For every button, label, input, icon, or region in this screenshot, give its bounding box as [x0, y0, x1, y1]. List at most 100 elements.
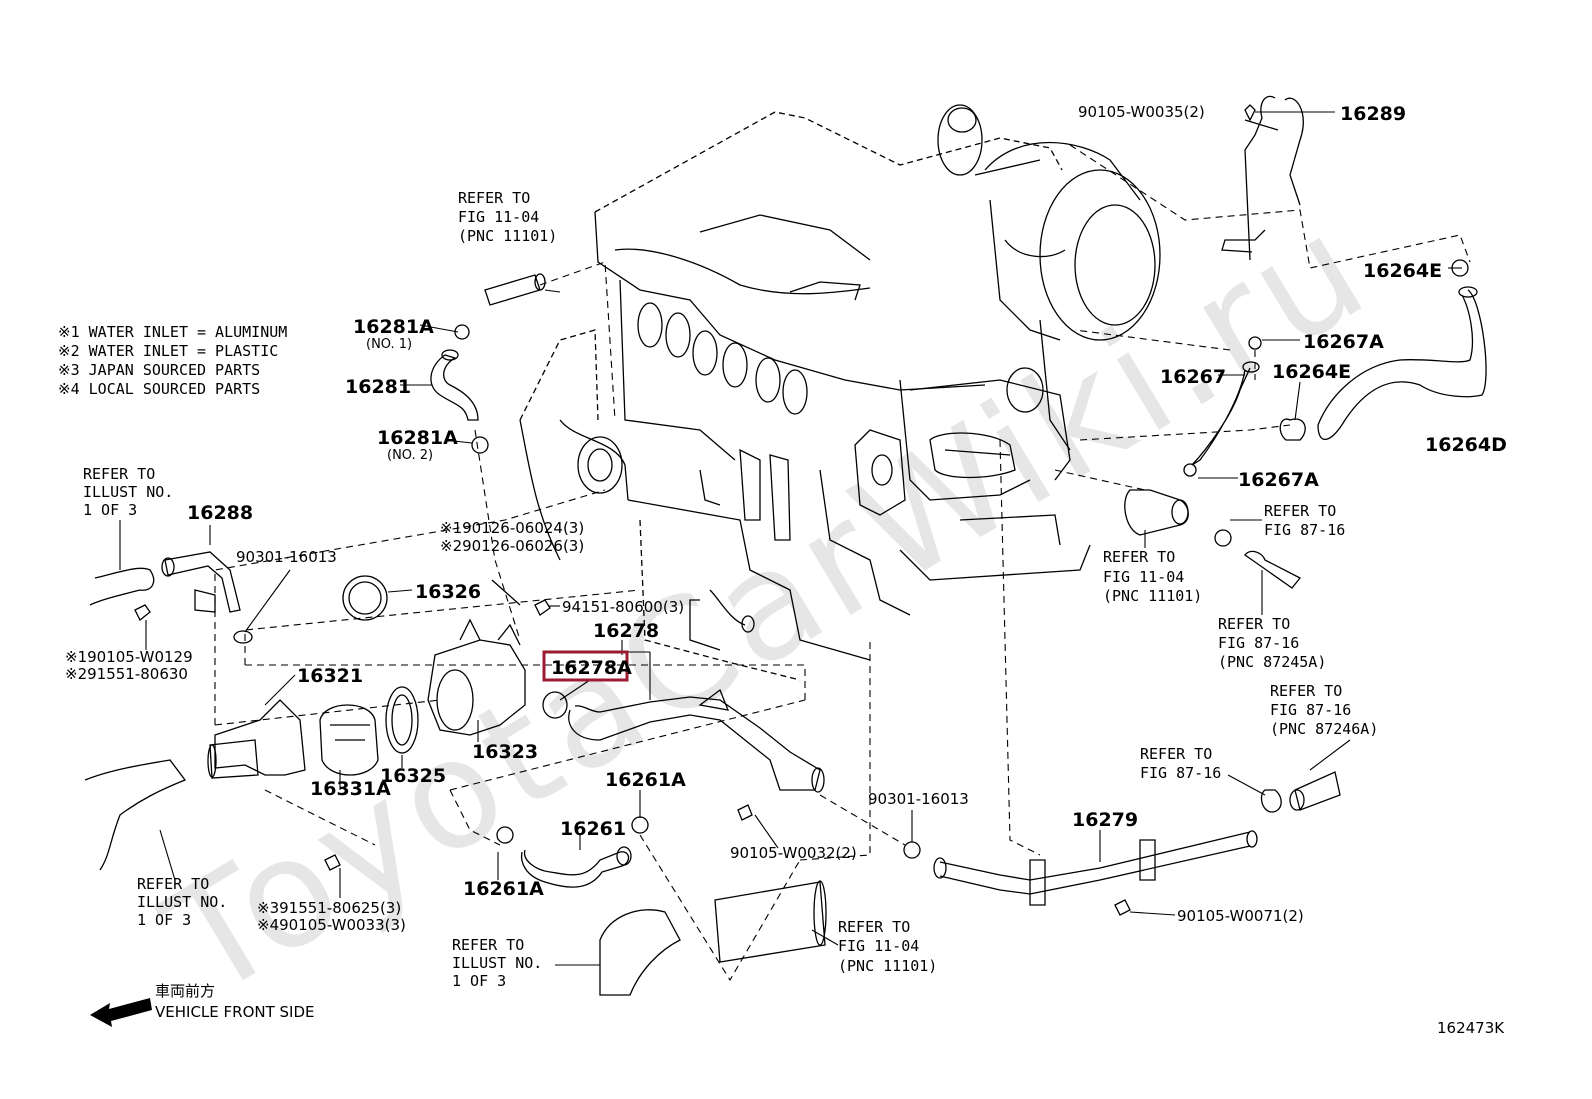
- illustration-id: 162473K: [1437, 1019, 1505, 1037]
- refer-fig-11-04-mid[interactable]: REFER TO FIG 11-04 (PNC 11101): [1103, 548, 1202, 605]
- part-label-16261[interactable]: 16261: [560, 818, 626, 840]
- front-side-en: VEHICLE FRONT SIDE: [155, 1003, 315, 1021]
- part-label-16267a-mid[interactable]: 16267A: [1238, 469, 1319, 491]
- part-label-190126-06024[interactable]: ※190126-06024(3): [440, 519, 584, 537]
- part-label-190105-w0129[interactable]: ※190105-W0129: [65, 648, 193, 666]
- refer-top-fig-11-04[interactable]: REFER TO FIG 11-04 (PNC 11101): [458, 189, 557, 245]
- highlight-box-16278a: [544, 652, 627, 680]
- engine-block: [520, 105, 1160, 680]
- note-line-3: ※3 JAPAN SOURCED PARTS: [58, 361, 260, 379]
- gasket-16326: [343, 576, 387, 620]
- part-label-90301-16013-left[interactable]: 90301-16013: [236, 548, 337, 566]
- refer-fig-87-16-b[interactable]: REFER TO FIG 87-16 (PNC 87245A): [1218, 615, 1326, 671]
- refer-left-illust[interactable]: REFER TO ILLUST NO. 1 OF 3: [83, 465, 173, 519]
- part-label-16326[interactable]: 16326: [415, 581, 481, 603]
- refer-line: REFER TO: [137, 875, 209, 893]
- hoses-and-pipes: [85, 96, 1486, 995]
- pipe-16289: [1245, 96, 1275, 260]
- part-label-90105-w0032[interactable]: 90105-W0032(2): [730, 844, 857, 862]
- refer-line: FIG 87-16: [1140, 764, 1221, 782]
- part-label-16281a-no1-sub: (NO. 1): [366, 337, 412, 352]
- refer-line: REFER TO: [1103, 548, 1175, 566]
- refer-line: REFER TO: [83, 465, 155, 483]
- part-label-16261a-top[interactable]: 16261A: [605, 769, 686, 791]
- refer-line: REFER TO: [1270, 682, 1342, 700]
- part-label-490105-w0033[interactable]: ※490105-W0033(3): [257, 916, 406, 934]
- part-label-16278a[interactable]: 16278A: [551, 657, 632, 679]
- refer-line: REFER TO: [838, 918, 910, 936]
- refer-line: FIG 87-16: [1264, 521, 1345, 539]
- part-label-291551-80630[interactable]: ※291551-80630: [65, 665, 188, 683]
- part-label-16321[interactable]: 16321: [297, 665, 363, 687]
- part-label-16264e-top[interactable]: 16264E: [1363, 260, 1442, 282]
- part-label-16267[interactable]: 16267: [1160, 366, 1226, 388]
- hose-16261: [522, 850, 629, 887]
- part-label-16281a-no2-sub: (NO. 2): [387, 448, 433, 463]
- pipe-16288: [165, 552, 240, 612]
- hose-16278: [569, 697, 820, 790]
- refer-bottom-mid-illust[interactable]: REFER TO ILLUST NO. 1 OF 3: [452, 936, 542, 990]
- part-label-16264d[interactable]: 16264D: [1425, 434, 1507, 456]
- refer-line: FIG 11-04: [1103, 568, 1184, 586]
- refer-line: 1 OF 3: [452, 972, 506, 990]
- part-label-16281a-no2[interactable]: 16281A: [377, 427, 458, 449]
- part-label-16288[interactable]: 16288: [187, 502, 253, 524]
- refer-line: REFER TO: [1264, 502, 1336, 520]
- refer-line: (PNC 87246A): [1270, 720, 1378, 738]
- thermostat-16331a: [320, 705, 378, 775]
- refer-line: ILLUST NO.: [452, 954, 542, 972]
- hose-16264d: [1318, 290, 1486, 439]
- notes-legend: ※1 WATER INLET = ALUMINUM ※2 WATER INLET…: [58, 323, 287, 398]
- refer-line: ILLUST NO.: [83, 483, 173, 501]
- refer-line: REFER TO: [452, 936, 524, 954]
- part-label-16331a[interactable]: 16331A: [310, 778, 391, 800]
- housing-16321: [215, 700, 305, 775]
- refer-fig-87-16-a[interactable]: REFER TO FIG 87-16: [1264, 502, 1345, 539]
- part-label-16323[interactable]: 16323: [472, 741, 538, 763]
- refer-line: (PNC 11101): [458, 227, 557, 245]
- part-label-16267a-top[interactable]: 16267A: [1303, 331, 1384, 353]
- part-label-16261a-bottom[interactable]: 16261A: [463, 878, 544, 900]
- refer-line: FIG 87-16: [1270, 701, 1351, 719]
- part-label-391551-80625[interactable]: ※391551-80625(3): [257, 899, 401, 917]
- part-label-90301-16013-right[interactable]: 90301-16013: [868, 790, 969, 808]
- part-label-290126-06026[interactable]: ※290126-06026(3): [440, 537, 584, 555]
- refer-line: (PNC 11101): [1103, 587, 1202, 605]
- part-label-16289[interactable]: 16289: [1340, 103, 1406, 125]
- refer-to-blocks: REFER TO FIG 11-04 (PNC 11101) REFER TO …: [83, 189, 1378, 990]
- refer-fig-87-16-d[interactable]: REFER TO FIG 87-16: [1140, 745, 1221, 782]
- refer-line: 1 OF 3: [137, 911, 191, 929]
- refer-bottom-fig-11-04[interactable]: REFER TO FIG 11-04 (PNC 11101): [838, 918, 937, 975]
- hose-16281: [431, 355, 478, 420]
- refer-line: ILLUST NO.: [137, 893, 227, 911]
- note-line-4: ※4 LOCAL SOURCED PARTS: [58, 380, 260, 398]
- part-label-16278[interactable]: 16278: [593, 620, 659, 642]
- refer-fig-87-16-c[interactable]: REFER TO FIG 87-16 (PNC 87246A): [1270, 682, 1378, 738]
- refer-line: (PNC 87245A): [1218, 653, 1326, 671]
- note-line-1: ※1 WATER INLET = ALUMINUM: [58, 323, 287, 341]
- refer-line: FIG 11-04: [458, 208, 539, 226]
- refer-line: (PNC 11101): [838, 957, 937, 975]
- refer-line: REFER TO: [1140, 745, 1212, 763]
- vehicle-front-indicator: 車両前方 VEHICLE FRONT SIDE: [90, 982, 315, 1027]
- gasket-16325: [386, 687, 418, 753]
- leader-lines-dashed: [215, 145, 1470, 980]
- refer-line: REFER TO: [458, 189, 530, 207]
- note-line-2: ※2 WATER INLET = PLASTIC: [58, 342, 278, 360]
- refer-line: REFER TO: [1218, 615, 1290, 633]
- water-inlet-16323: [428, 640, 525, 735]
- part-label-16325[interactable]: 16325: [380, 765, 446, 787]
- part-label-94151-80600[interactable]: 94151-80600(3): [562, 598, 684, 616]
- refer-line: 1 OF 3: [83, 501, 137, 519]
- refer-bottom-left-illust[interactable]: REFER TO ILLUST NO. 1 OF 3: [137, 875, 227, 929]
- part-label-90105-w0071[interactable]: 90105-W0071(2): [1177, 907, 1304, 925]
- front-side-jp: 車両前方: [155, 982, 215, 1000]
- part-label-90105-w0035[interactable]: 90105-W0035(2): [1078, 103, 1205, 121]
- hose-16267: [1192, 368, 1250, 465]
- part-label-16279[interactable]: 16279: [1072, 809, 1138, 831]
- part-label-16281a-no1[interactable]: 16281A: [353, 316, 434, 338]
- part-label-16264e-mid[interactable]: 16264E: [1272, 361, 1351, 383]
- arrow-left-icon: [90, 998, 152, 1027]
- part-label-16281[interactable]: 16281: [345, 376, 411, 398]
